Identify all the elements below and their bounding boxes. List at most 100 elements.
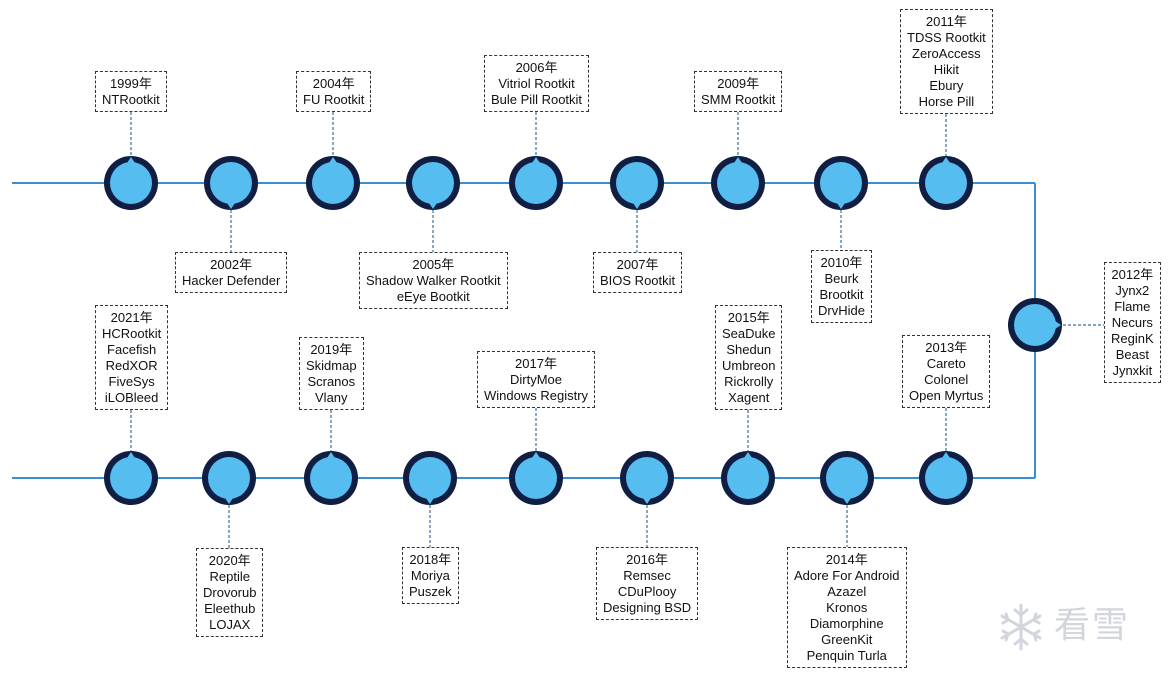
- event-year: 2017年: [515, 356, 557, 371]
- node-core: [412, 162, 454, 204]
- event-item: Bule Pill Rootkit: [491, 92, 583, 107]
- timeline-node: [204, 156, 258, 210]
- timeline-node: [304, 451, 358, 505]
- event-year: 2011年: [925, 14, 967, 29]
- event-item: DrvHide: [818, 303, 865, 318]
- event-item: Facefish: [107, 342, 157, 357]
- event-item: CDuPlooy: [617, 584, 677, 599]
- event-item: Windows Registry: [484, 388, 589, 403]
- event-item: ZeroAccess: [912, 46, 981, 61]
- event-year: 2010年: [820, 255, 863, 270]
- event-year: 2020年: [208, 553, 251, 568]
- node-pointer: [633, 203, 641, 209]
- node-core: [208, 457, 250, 499]
- event-year: 2021年: [110, 310, 153, 325]
- event-item: Hikit: [933, 62, 960, 77]
- event-item: Puszek: [409, 584, 452, 599]
- node-core: [925, 457, 967, 499]
- timeline-node: [820, 451, 874, 505]
- timeline-node: [509, 156, 563, 210]
- node-pointer: [127, 452, 135, 458]
- event-item: Reptile: [209, 569, 250, 584]
- event-item: Remsec: [623, 568, 671, 583]
- event-year: 2013年: [925, 340, 968, 355]
- node-pointer: [942, 157, 950, 163]
- node-pointer: [532, 452, 540, 458]
- node-pointer: [843, 498, 851, 504]
- event-item: ReginK: [1111, 330, 1154, 346]
- node-core: [1014, 304, 1056, 346]
- node-core: [210, 162, 252, 204]
- event-item: Adore For Android: [794, 568, 900, 583]
- node-core: [925, 162, 967, 204]
- event-item: Necurs: [1111, 314, 1153, 330]
- event-item: Xagent: [728, 390, 770, 405]
- node-pointer: [942, 452, 950, 458]
- event-item: Shedun: [726, 342, 772, 357]
- timeline-node: [919, 451, 973, 505]
- event-item: FU Rootkit: [303, 92, 365, 107]
- event-item: eEye Bootkit: [396, 289, 470, 304]
- event-year: 2002年: [210, 257, 253, 272]
- event-item: LOJAX: [209, 617, 251, 632]
- node-core: [717, 162, 759, 204]
- event-item: Careto: [926, 356, 966, 371]
- event-item: TDSS Rootkit: [907, 30, 986, 45]
- event-item: HCRootkit: [102, 326, 162, 341]
- node-core: [727, 457, 769, 499]
- node-pointer: [327, 452, 335, 458]
- timeline-node: [1008, 298, 1062, 352]
- timeline-node: [814, 156, 868, 210]
- event-item: Colonel: [924, 372, 969, 387]
- timeline-node: [721, 451, 775, 505]
- node-core: [409, 457, 451, 499]
- node-core: [626, 457, 668, 499]
- event-item: Diamorphine: [809, 616, 884, 631]
- node-pointer: [227, 203, 235, 209]
- node-pointer: [643, 498, 651, 504]
- node-pointer: [426, 498, 434, 504]
- timeline-node: [406, 156, 460, 210]
- timeline-node: [104, 156, 158, 210]
- event-item: GreenKit: [821, 632, 873, 647]
- timeline-node: [104, 451, 158, 505]
- node-pointer: [225, 498, 233, 504]
- event-item: Scranos: [307, 374, 356, 389]
- event-item: Jynxkit: [1112, 362, 1153, 378]
- node-core: [515, 457, 557, 499]
- event-item: Jynx2: [1115, 282, 1150, 298]
- event-item: Skidmap: [306, 358, 357, 373]
- node-pointer: [329, 157, 337, 163]
- event-year: 2004年: [312, 76, 355, 91]
- timeline-node: [306, 156, 360, 210]
- node-core: [820, 162, 862, 204]
- node-pointer: [429, 203, 437, 209]
- event-item: Moriya: [410, 568, 450, 583]
- timeline-node: [202, 451, 256, 505]
- node-pointer: [1055, 321, 1061, 329]
- event-item: Flame: [1114, 298, 1151, 314]
- event-item: Vitriol Rootkit: [498, 76, 575, 91]
- node-core: [110, 457, 152, 499]
- event-item: Beurk: [824, 271, 859, 286]
- event-item: FiveSys: [108, 374, 155, 389]
- event-year: 2006年: [515, 60, 558, 75]
- event-item: Rickrolly: [724, 374, 774, 389]
- event-item: Open Myrtus: [909, 388, 984, 403]
- node-pointer: [744, 452, 752, 458]
- event-item: Azazel: [827, 584, 867, 599]
- event-item: Brootkit: [819, 287, 864, 302]
- event-item: SMM Rootkit: [701, 92, 776, 107]
- event-year: 2016年: [626, 552, 669, 567]
